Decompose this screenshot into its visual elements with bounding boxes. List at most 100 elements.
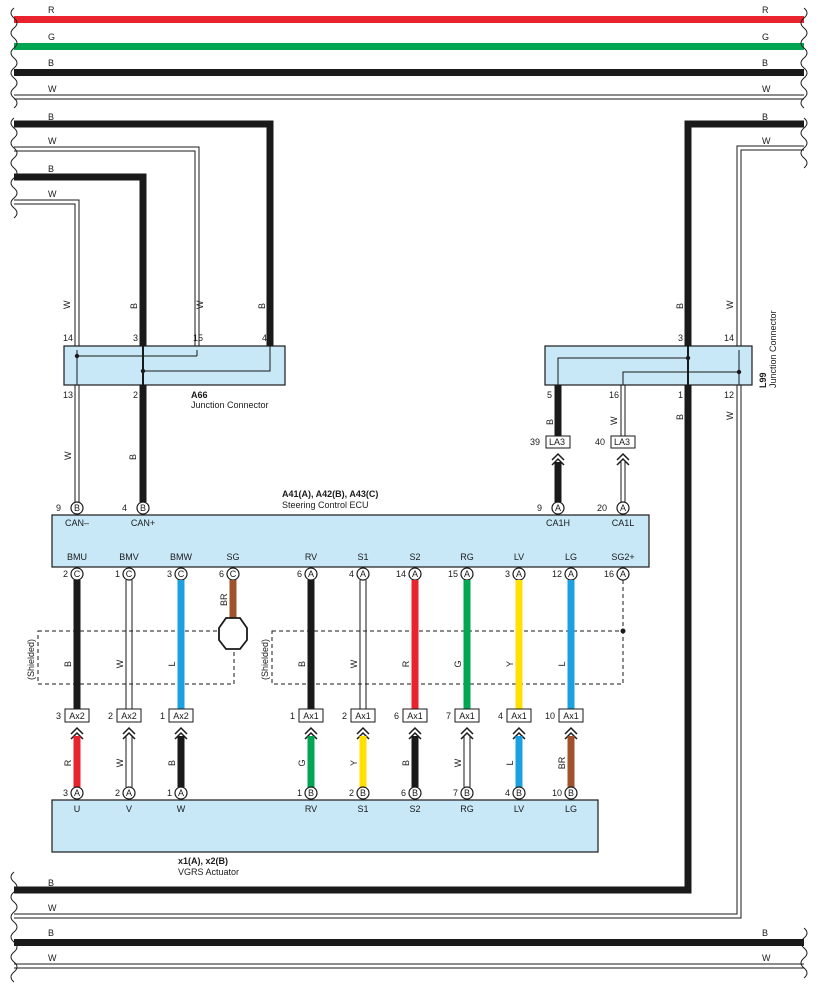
sg-ground: BR: [218, 580, 248, 650]
pin-connector-circle: [460, 786, 474, 800]
pin-number: 1: [115, 569, 120, 579]
break-marks-right: [800, 7, 808, 979]
wire-label: B: [63, 661, 73, 667]
shield-right: (Shielded): [260, 580, 626, 685]
pin-connector-circle: [564, 786, 578, 800]
junction-label: Ax1: [511, 711, 527, 721]
pin-connector-circle: [304, 786, 318, 800]
bottom-bus: B W B B W W: [14, 878, 804, 969]
pin-connector-letter: A: [412, 569, 418, 579]
chevron-up-icon: [460, 726, 474, 740]
pin-number: 6: [297, 569, 302, 579]
pin-connector-letter: C: [126, 569, 133, 579]
pin-number: 15: [448, 569, 458, 579]
pin-number: 2: [63, 569, 68, 579]
pin-connector-letter: B: [140, 503, 146, 513]
bus-label: R: [48, 5, 55, 15]
bus-label: W: [762, 84, 771, 94]
pin-number: 2: [342, 711, 347, 721]
ecu-terminal-name: S2: [409, 552, 420, 562]
pin-number: 10: [545, 711, 555, 721]
pin-number: 2: [108, 711, 113, 721]
wire-label: Y: [349, 760, 359, 766]
wire-label: W: [725, 411, 735, 420]
junction-box: [168, 708, 194, 723]
ecu-terminal-name: S1: [357, 552, 368, 562]
wire-label: B: [48, 164, 54, 174]
pin-number: 14: [396, 569, 406, 579]
pin-connector-letter: A: [360, 569, 366, 579]
junction-box: [298, 708, 324, 723]
pin-connector-letter: C: [74, 569, 81, 579]
wire-label: W: [115, 758, 125, 767]
pin-number: 4: [349, 569, 354, 579]
ecu-terminal-name: SG: [226, 552, 239, 562]
bus-wire-black: [14, 939, 804, 946]
junction-box: [64, 708, 90, 723]
wire-label: B: [297, 661, 307, 667]
wire-label: B: [129, 303, 139, 309]
pin-connector-letter: B: [360, 788, 366, 798]
pin-number: 16: [604, 569, 614, 579]
actuator-terminal-name: U: [74, 804, 81, 814]
steering-control-ecu: A41(A), A42(B), A43(C) Steering Control …: [51, 489, 650, 568]
wire-segment: [463, 736, 471, 787]
pin-connector-letter: A: [568, 569, 574, 579]
bus-label: B: [48, 928, 54, 938]
ecu-terminal-name: CA1L: [612, 518, 635, 528]
wire-label: B: [167, 760, 177, 766]
ground-symbol-icon: [218, 617, 248, 650]
ecu-bottom-pins: BMUC2BMVC1BMWC3SGC6RVA6S1A4S2A14RGA15LVA…: [63, 552, 635, 581]
pin-number: 3: [56, 711, 61, 721]
pin-number: 3: [167, 569, 172, 579]
bus-label: W: [48, 953, 57, 963]
connector-code: L99: [758, 372, 768, 388]
pin-connector-circle: [356, 786, 370, 800]
top-bus: R R G G B B W W: [14, 5, 804, 100]
pin-number: 7: [446, 711, 451, 721]
actuator-name: VGRS Actuator: [178, 867, 239, 877]
wire-label: L: [505, 760, 515, 765]
wire-label: B: [762, 112, 768, 122]
pin-connector-letter: A: [464, 569, 470, 579]
pin-connector-circle: [408, 786, 422, 800]
pin-connector-letter: B: [516, 788, 522, 798]
pin-number: 9: [537, 503, 542, 513]
pin-number: 2: [115, 788, 120, 798]
pin-connector-letter: B: [74, 503, 80, 513]
pin-number: 2: [349, 788, 354, 798]
la3-junction: [610, 435, 636, 449]
pin-connector-letter: A: [126, 788, 132, 798]
wire-label: W: [453, 758, 463, 767]
pin-connector-letter: A: [620, 503, 626, 513]
ecu-terminal-name: CAN–: [65, 518, 89, 528]
wire-label: W: [62, 300, 72, 309]
junction-label: Ax1: [407, 711, 423, 721]
wire-label: B: [48, 112, 54, 122]
wire-segment: [359, 580, 367, 709]
pin-number: 15: [193, 333, 203, 343]
actuator-terminal-name: RG: [460, 804, 474, 814]
pin-number: 14: [63, 333, 73, 343]
junction-box: [116, 708, 142, 723]
wire-segment: [125, 580, 133, 709]
connector-name: Junction Connector: [191, 400, 269, 410]
wire-label: W: [115, 659, 125, 668]
pin-connector-circle: [551, 501, 565, 515]
pin-connector-circle: [136, 501, 150, 515]
wire-label: B: [675, 303, 685, 309]
actuator-terminal-name: S1: [357, 804, 368, 814]
pin-connector-circle: [356, 567, 370, 581]
ecu-terminal-name: CA1H: [546, 518, 570, 528]
pin-number: 3: [133, 333, 138, 343]
bus-label: G: [762, 32, 769, 42]
pin-number: 6: [219, 569, 224, 579]
a66-to-ecu-wires: W B: [63, 385, 147, 502]
junction-box: [506, 708, 532, 723]
wire-label: L: [167, 661, 177, 666]
pin-number: 1: [678, 390, 683, 400]
pin-number: 1: [160, 711, 165, 721]
